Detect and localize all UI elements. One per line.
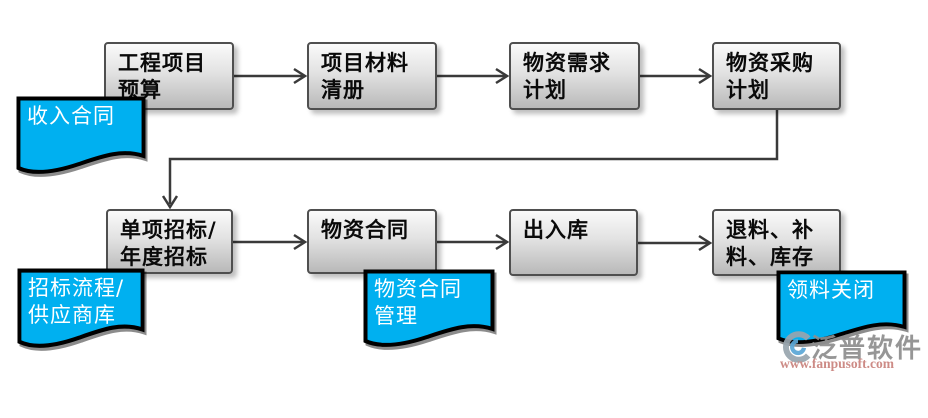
banner-bidding-process: 招标流程/ 供应商库 <box>17 268 145 350</box>
flow-node-bidding: 单项招标/ 年度招标 <box>106 209 233 274</box>
flow-node-purchase-plan: 物资采购 计划 <box>712 42 841 110</box>
watermark-url-text: www.fanpusoft.com <box>780 356 895 371</box>
banner-contract-management-label: 物资合同 管理 <box>374 277 462 328</box>
flow-node-demand-plan: 物资需求 计划 <box>509 42 640 110</box>
document-shape-icon <box>363 269 495 347</box>
document-shape-icon <box>16 96 146 174</box>
document-shape-icon <box>17 268 145 348</box>
banner-material-close-label: 领料关闭 <box>787 278 875 302</box>
banner-income-contract-label: 收入合同 <box>27 104 115 128</box>
flow-node-material-contract: 物资合同 <box>307 209 437 274</box>
watermark-brand-text: 泛普软件 <box>811 334 924 364</box>
fanpu-logo-icon <box>783 331 811 363</box>
flow-node-warehouse-inout: 出入库 <box>509 209 638 276</box>
banner-contract-management: 物资合同 管理 <box>363 269 495 349</box>
flow-node-material-list: 项目材料 清册 <box>307 42 437 110</box>
flow-node-return-stock: 退料、补 料、库存 <box>712 209 841 276</box>
document-shape-icon <box>776 270 907 345</box>
banner-material-close: 领料关闭 <box>776 270 907 346</box>
banner-bidding-process-label: 招标流程/ 供应商库 <box>28 276 125 327</box>
banner-income-contract: 收入合同 <box>16 96 146 176</box>
